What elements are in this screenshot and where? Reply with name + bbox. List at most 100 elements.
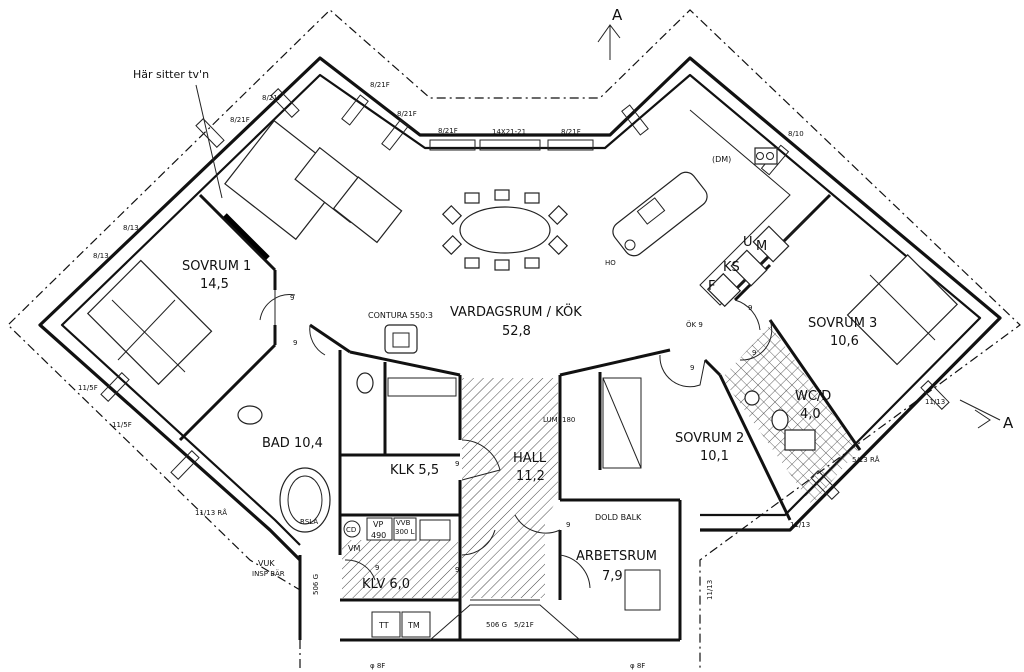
dining-table <box>441 189 569 271</box>
bed-sovrum-3 <box>846 253 959 366</box>
bath-fixtures <box>237 372 816 533</box>
vp-number: 490 <box>371 531 386 540</box>
room-wcd-name: WC/D <box>795 389 831 404</box>
room-vardagsrum-name: VARDAGSRUM / KÖK <box>450 303 582 320</box>
klk-shelf <box>387 377 457 397</box>
room-hall-area: 11,2 <box>516 469 545 484</box>
insp-bar-label: INSP BÄR <box>252 569 285 578</box>
window-label: 8/21F <box>561 128 581 136</box>
window-label: 11/5F <box>112 421 132 429</box>
contura-label: CONTURA 550:3 <box>368 311 433 320</box>
room-sovrum2-name: SOVRUM 2 <box>675 431 744 446</box>
window-label: 506 G <box>312 574 320 595</box>
window-label: 11/13 <box>790 521 810 529</box>
ho-label: HO <box>605 259 616 267</box>
sofa-group <box>224 119 403 244</box>
window-label: φ 8F <box>630 662 645 670</box>
window-label: 8/13 <box>123 224 139 232</box>
room-sovrum2-area: 10,1 <box>700 449 729 464</box>
kitchen-counter <box>689 109 811 308</box>
lumi-label: LUMI 180 <box>543 416 575 424</box>
cd-unit <box>343 520 361 538</box>
vvb-label: VVB <box>396 519 411 527</box>
kitchen-island <box>612 171 708 257</box>
hall-hatch <box>462 378 558 598</box>
door-number: 9 <box>752 349 756 357</box>
interior-walls <box>178 193 862 642</box>
window-label: 5/13 RÅ <box>852 455 880 464</box>
hall-storage <box>602 377 642 469</box>
inner-wall-line <box>60 73 982 546</box>
section-arrow-top <box>597 24 621 43</box>
window-label: 8/10 <box>788 130 804 138</box>
window-label: 8/21F <box>438 127 458 135</box>
fireplace <box>384 324 418 354</box>
door-number: 9 <box>566 521 570 529</box>
window-label: 14X21-21 <box>492 128 526 136</box>
vuk-label: VUK <box>258 559 275 568</box>
door-number: 9 <box>690 364 694 372</box>
window-label: 8/21F <box>370 81 390 89</box>
vp-label: VP <box>373 520 383 529</box>
tm-label: TM <box>407 621 420 630</box>
window-label: 8/21F <box>397 110 417 118</box>
door-swings <box>259 290 773 589</box>
room-sovrum1-area: 14,5 <box>200 277 229 292</box>
tv-marker <box>223 213 270 260</box>
section-marker-top: A <box>612 6 623 24</box>
section-line-a-right <box>959 399 1001 421</box>
dold-balk-label: DOLD BALK <box>595 513 642 522</box>
window-label: φ 8F <box>370 662 385 670</box>
u-label: U <box>743 235 753 250</box>
rsla-label: RSLA <box>300 518 318 526</box>
dm-label: (DM) <box>712 155 731 164</box>
ok9-label: ÖK 9 <box>686 320 703 329</box>
window-label: 506 G <box>486 621 507 629</box>
f-label: F <box>708 279 715 294</box>
tv-annotation: Här sitter tv'n <box>133 68 209 81</box>
outer-wall <box>38 56 1002 562</box>
window-label: 8/13 <box>93 252 109 260</box>
bed-sovrum-1 <box>86 259 213 386</box>
window-label: 11/13 <box>706 580 714 600</box>
door-number: 9 <box>290 294 294 302</box>
ks-label: KS <box>723 260 740 275</box>
section-marker-right: A <box>1003 414 1014 432</box>
room-sovrum1-name: SOVRUM 1 <box>182 259 251 274</box>
window-label: 8/21F <box>230 116 250 124</box>
room-bad-name: BAD 10,4 <box>262 436 323 451</box>
room-wcd-area: 4,0 <box>800 407 821 422</box>
tm-unit <box>401 611 431 638</box>
window-label: 11/5F <box>78 384 98 392</box>
room-klk-name: KLK 5,5 <box>390 463 439 478</box>
room-arbetsrum-name: ARBETSRUM <box>576 549 657 564</box>
arbetsrum-desk <box>624 569 661 611</box>
room-arbetsrum-area: 7,9 <box>602 569 623 584</box>
m-label: M <box>756 239 767 254</box>
door-number: 9 <box>455 460 459 468</box>
wc-grid <box>722 325 858 505</box>
tt-label: TT <box>378 621 389 630</box>
sink-unit <box>419 519 451 541</box>
vvb-unit <box>393 517 417 541</box>
windows <box>100 88 950 500</box>
window-label: 8/21F <box>262 94 282 102</box>
vm-label: VM <box>348 544 360 553</box>
door-number: 9 <box>375 564 379 572</box>
door-number: 9 <box>455 566 459 574</box>
room-klv-name: KLV 6,0 <box>362 577 410 592</box>
entrance <box>429 599 581 641</box>
door-number: 9 <box>293 339 297 347</box>
window-label: 11/13 RÅ <box>195 508 227 517</box>
cd-label: CD <box>346 526 356 534</box>
room-sovrum3-name: SOVRUM 3 <box>808 316 877 331</box>
vvb-number: 300 L <box>395 528 415 536</box>
vp-unit <box>366 517 393 541</box>
window-label: 5/21F <box>514 621 534 629</box>
window-label: 11/13 <box>925 398 945 406</box>
tv-leader <box>195 84 223 199</box>
door-number: 9 <box>748 304 752 312</box>
tt-unit <box>371 611 401 638</box>
klv-hatch <box>342 540 458 598</box>
